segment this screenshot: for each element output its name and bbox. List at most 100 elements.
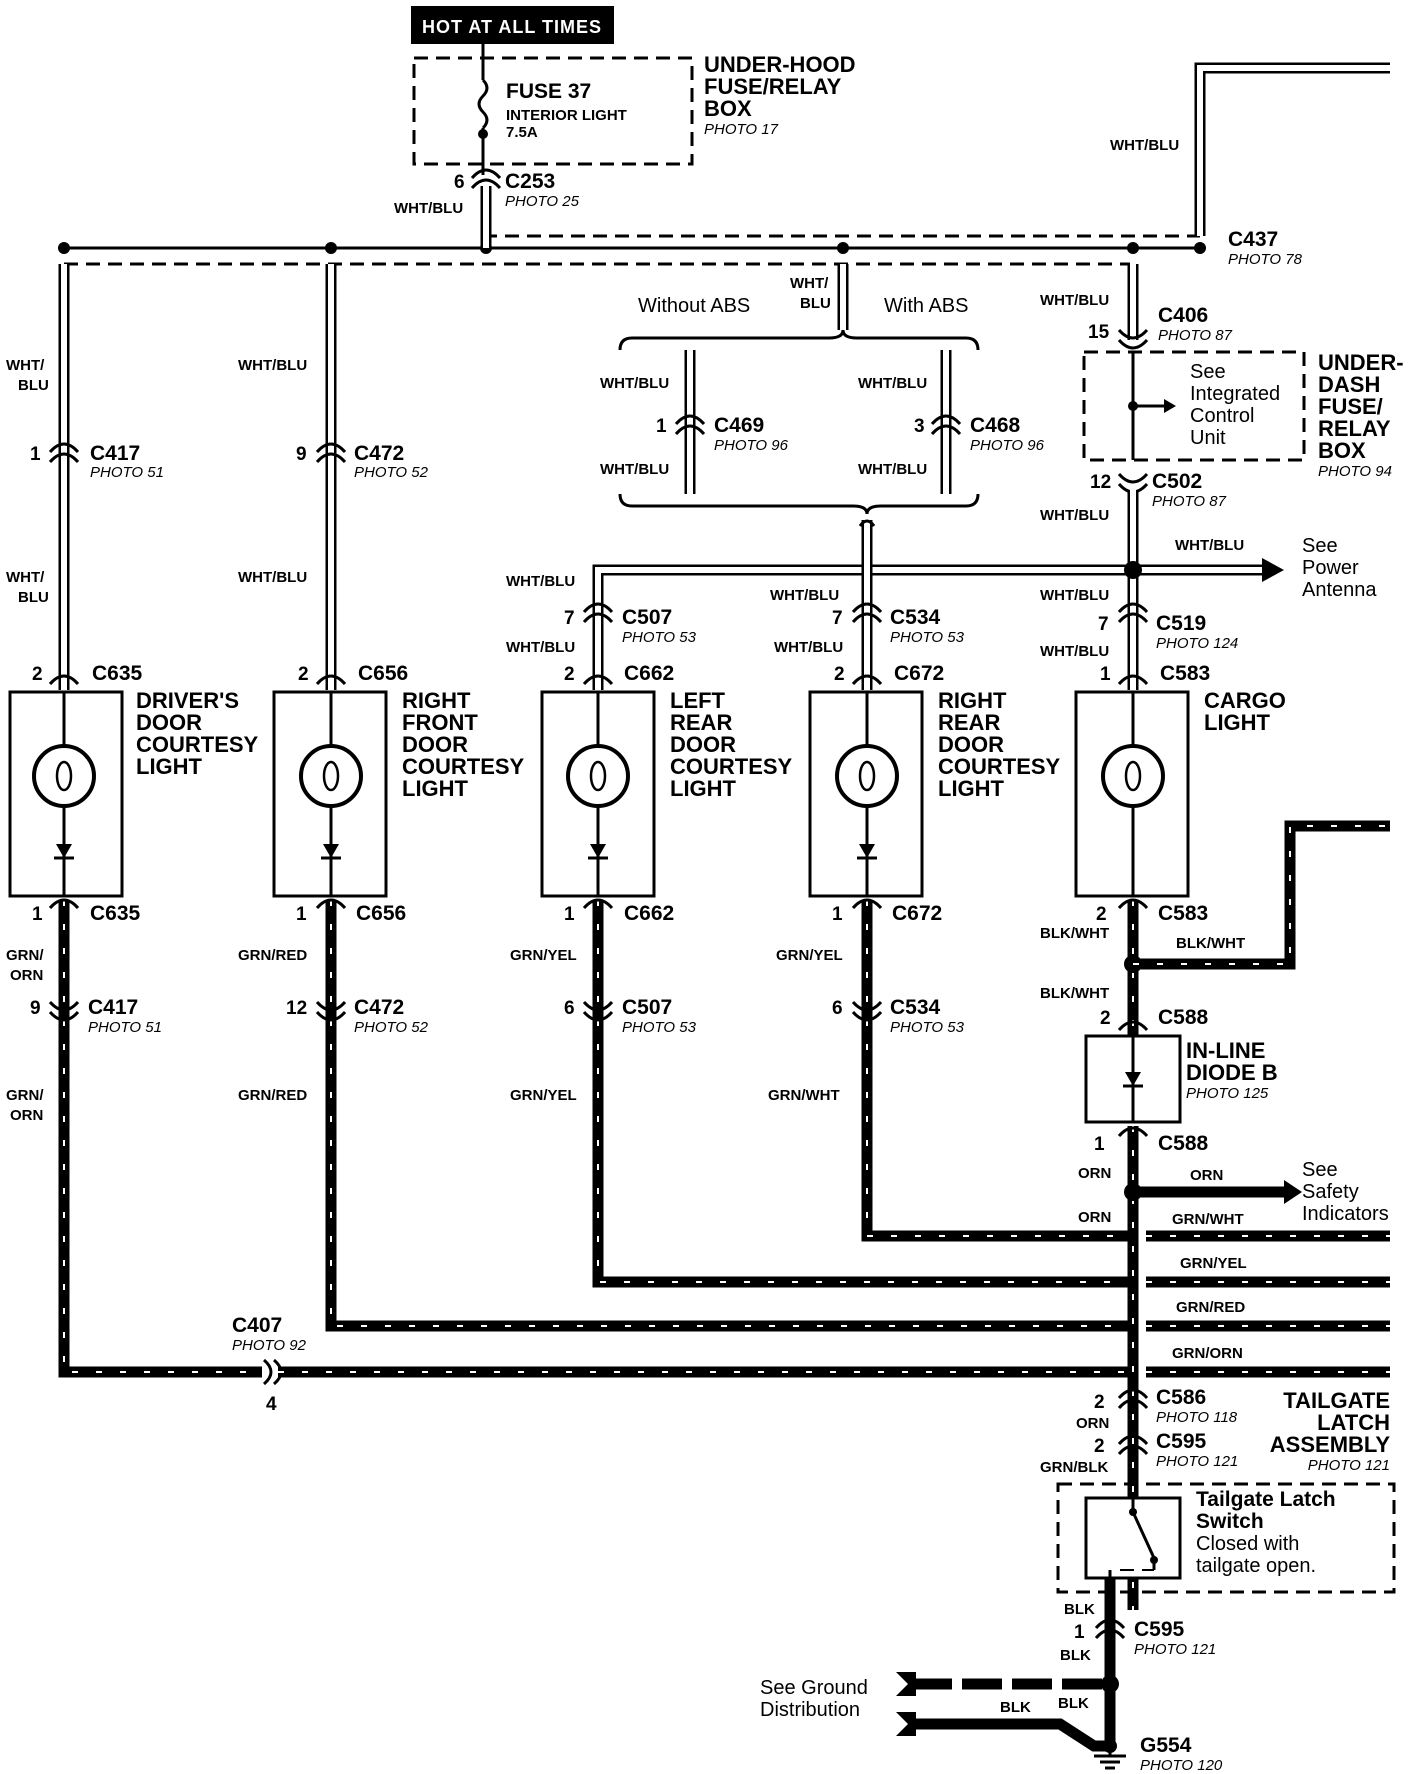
wire-r1: GRN/WHT <box>1172 1211 1244 1228</box>
banner-text: HOT AT ALL TIMES <box>422 17 602 37</box>
power-antenna-branch: WHT/BLU See Power Antenna WHT/BLU WHT/BL… <box>506 519 1377 690</box>
c635-bot-id: C635 <box>90 902 141 925</box>
c468-id: C468 <box>970 414 1021 437</box>
wire-3d: GRN/YEL <box>510 1087 577 1104</box>
fuse-name: FUSE 37 <box>506 80 591 103</box>
c519-photo: PHOTO 124 <box>1156 635 1238 652</box>
wire-c469-a: WHT/BLU <box>600 375 669 392</box>
c588-bot-id: C588 <box>1158 1132 1209 1155</box>
lr-light-line3: DOOR <box>670 732 736 757</box>
c437-id: C437 <box>1228 228 1278 251</box>
rf-light-line5: LIGHT <box>402 776 469 801</box>
cargo-light-line1: CARGO <box>1204 688 1286 713</box>
c534-bot-id: C534 <box>890 996 941 1019</box>
hot-at-all-times-banner: HOT AT ALL TIMES <box>411 6 614 44</box>
c472-top-id: C472 <box>354 442 404 465</box>
c469-photo: PHOTO 96 <box>714 437 789 454</box>
c662-bot-id: C662 <box>624 902 674 925</box>
c507-bot-photo: PHOTO 53 <box>622 1019 697 1036</box>
c472-bot-pin: 12 <box>286 998 307 1019</box>
c519-pin: 7 <box>1098 614 1109 635</box>
rf-light-line2: FRONT <box>402 710 478 735</box>
c595-bot-photo: PHOTO 121 <box>1134 1641 1216 1658</box>
antenna-line1: See <box>1302 535 1338 557</box>
rf-light-line4: COURTESY <box>402 754 525 779</box>
c468-photo: PHOTO 96 <box>970 437 1045 454</box>
wire-r3: GRN/RED <box>1176 1299 1245 1316</box>
c534-top-id: C534 <box>890 606 941 629</box>
icu-line3: Control <box>1190 405 1254 427</box>
without-abs-label: Without ABS <box>638 295 750 317</box>
c662-top-pin: 2 <box>564 664 575 685</box>
switch-line2: Switch <box>1196 1510 1264 1533</box>
c583-top-id: C583 <box>1160 662 1210 685</box>
diode-photo: PHOTO 125 <box>1186 1085 1269 1102</box>
c662-top-id: C662 <box>624 662 674 685</box>
c635-top-id: C635 <box>92 662 143 685</box>
wire-c253-color: WHT/BLU <box>394 200 463 217</box>
light-terminal-arcs <box>48 674 1149 1138</box>
c586-pin: 2 <box>1094 1392 1105 1413</box>
wire-4a: WHT/BLU <box>770 587 839 604</box>
wire-5g: ORN <box>1078 1209 1111 1226</box>
wire-5c: BLK/WHT <box>1040 925 1109 942</box>
c437-photo: PHOTO 78 <box>1228 251 1303 268</box>
c662-bot-pin: 1 <box>564 904 575 925</box>
wire-abs-2: BLU <box>800 295 831 312</box>
c588-bot-pin: 1 <box>1094 1134 1105 1155</box>
c656-top-id: C656 <box>358 662 408 685</box>
switch-line3: Closed with <box>1196 1533 1299 1555</box>
c472-bot-photo: PHOTO 52 <box>354 1019 429 1036</box>
wire-1a-line2: BLU <box>18 377 49 394</box>
safety-line3: Indicators <box>1302 1203 1389 1225</box>
c407-photo: PHOTO 92 <box>232 1337 307 1354</box>
c583-bot-id: C583 <box>1158 902 1208 925</box>
c417-top-pin: 1 <box>30 444 41 465</box>
c635-bot-pin: 1 <box>32 904 43 925</box>
c635-top-pin: 2 <box>32 664 43 685</box>
icu-line4: Unit <box>1190 427 1226 449</box>
ud-title-5: BOX <box>1318 438 1366 463</box>
c417-bot-photo: PHOTO 51 <box>88 1019 162 1036</box>
wire-5a: WHT/BLU <box>1040 587 1109 604</box>
fuse-box-title-1: UNDER-HOOD <box>704 52 856 77</box>
tailgate-latch-assembly: 2 C586 PHOTO 118 ORN 2 C595 PHOTO 121 GR… <box>1040 1386 1396 1750</box>
column-right-rear: 7 C534 PHOTO 53 WHT/BLU 2 C672 RIGHT REA… <box>768 602 1130 1242</box>
wire-r4: GRN/ORN <box>1172 1345 1243 1362</box>
wire-g1: BLK <box>1000 1699 1031 1716</box>
wire-c468-a: WHT/BLU <box>858 375 927 392</box>
wire-c469-b: WHT/BLU <box>600 461 669 478</box>
c534-top-photo: PHOTO 53 <box>890 629 965 646</box>
c672-bot-pin: 1 <box>832 904 843 925</box>
wire-1b-line2: BLU <box>18 589 49 606</box>
c406-pin: 15 <box>1088 322 1110 343</box>
wire-2b: WHT/BLU <box>238 569 307 586</box>
fuse-rating: 7.5A <box>506 124 538 141</box>
wire-t1: ORN <box>1076 1415 1109 1432</box>
wire-t4: BLK <box>1060 1647 1091 1664</box>
c519-id: C519 <box>1156 612 1206 635</box>
column-driver: WHT/ BLU 1 C417 PHOTO 51 WHT/ BLU 2 C635… <box>6 264 262 1378</box>
ground-line1: See Ground <box>760 1677 868 1699</box>
c253-photo: PHOTO 25 <box>505 193 580 210</box>
safety-line2: Safety <box>1302 1181 1359 1203</box>
ud-title-3: FUSE/ <box>1318 394 1383 419</box>
ud-title-4: RELAY <box>1318 416 1391 441</box>
wire-1d-line1: GRN/ <box>6 1087 44 1104</box>
tailgate-title-2: LATCH <box>1317 1410 1390 1435</box>
c472-top-pin: 9 <box>296 444 307 465</box>
diode-line1: IN-LINE <box>1186 1038 1265 1063</box>
wire-5f: ORN <box>1078 1165 1111 1182</box>
c468-pin: 3 <box>914 416 925 437</box>
under-dash-fuse-relay-box: WHT/BLU 15 C406 PHOTO 87 See Integrated … <box>1040 264 1404 690</box>
tailgate-title-3: ASSEMBLY <box>1270 1432 1391 1457</box>
c502-pin: 12 <box>1090 472 1111 493</box>
fuse-box-photo: PHOTO 17 <box>704 121 779 138</box>
c586-photo: PHOTO 118 <box>1156 1409 1238 1426</box>
wire-c437-color: WHT/BLU <box>1110 137 1179 154</box>
wire-1d-line2: ORN <box>10 1107 43 1124</box>
c417-top-photo: PHOTO 51 <box>90 464 164 481</box>
antenna-line2: Power <box>1302 557 1359 579</box>
rf-light-line3: DOOR <box>402 732 468 757</box>
